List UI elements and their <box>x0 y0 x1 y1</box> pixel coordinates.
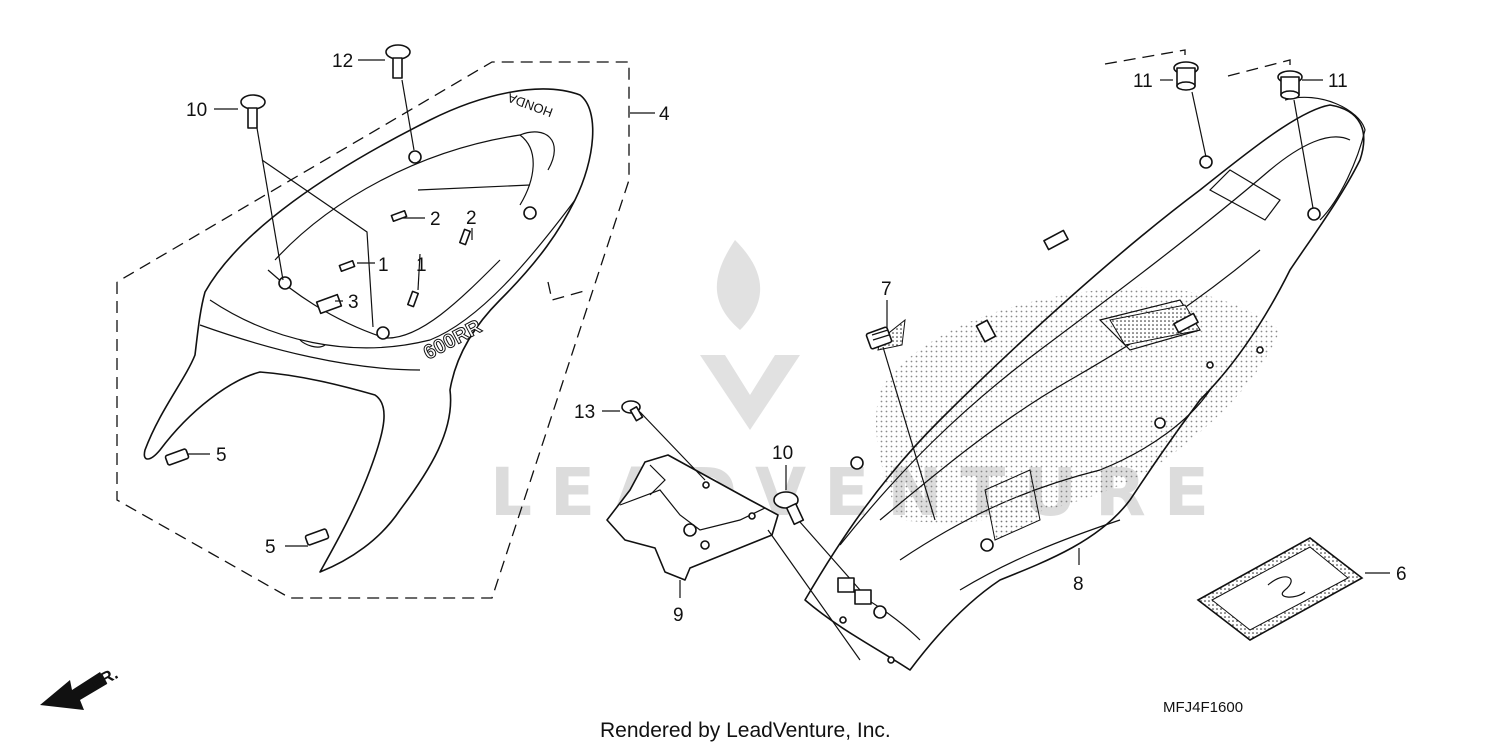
callout-11-left: 11 <box>1133 71 1153 92</box>
callout-6: 6 <box>1396 564 1407 585</box>
assembly-boundary <box>116 61 630 599</box>
front-direction-arrow: FR. <box>40 664 121 710</box>
rear-cowl-assembly: HONDA 600RR <box>116 44 655 599</box>
callout-labels: 10 12 4 2 2 1 1 3 5 5 13 9 10 7 8 6 11 1… <box>186 51 1407 626</box>
callout-10-right: 10 <box>772 443 793 464</box>
diagram-code: MFJ4F1600 <box>1163 699 1243 716</box>
boundary-notch <box>547 281 589 301</box>
callout-7: 7 <box>881 279 892 300</box>
callout-10-left: 10 <box>186 100 207 121</box>
callout-1-left: 1 <box>378 255 389 276</box>
callout-13: 13 <box>574 402 595 423</box>
part-9-bracket <box>606 411 779 598</box>
render-credit: Rendered by LeadVenture, Inc. <box>600 719 891 742</box>
grommet-11-left <box>1104 49 1207 158</box>
grommet-11-right <box>1227 59 1323 209</box>
rear-cowl <box>143 88 594 573</box>
rear-fender-8 <box>804 96 1366 671</box>
bolt-13 <box>602 400 644 422</box>
callout-3: 3 <box>348 292 359 313</box>
callout-5-lower: 5 <box>265 537 276 558</box>
callout-11-right: 11 <box>1328 71 1348 92</box>
bolt-10-left <box>240 94 266 129</box>
bolt-10-right <box>767 465 861 661</box>
bolt-12 <box>385 44 411 79</box>
callout-9: 9 <box>673 605 684 626</box>
callout-2-upper: 2 <box>430 209 441 230</box>
callout-8: 8 <box>1073 574 1084 595</box>
callout-2-right: 2 <box>466 208 477 229</box>
callout-4: 4 <box>659 104 670 125</box>
part-7-clip <box>865 326 893 350</box>
callout-12: 12 <box>332 51 353 72</box>
callout-5-upper: 5 <box>216 445 227 466</box>
callout-1-right: 1 <box>416 255 427 276</box>
part-6-label <box>1196 537 1390 641</box>
